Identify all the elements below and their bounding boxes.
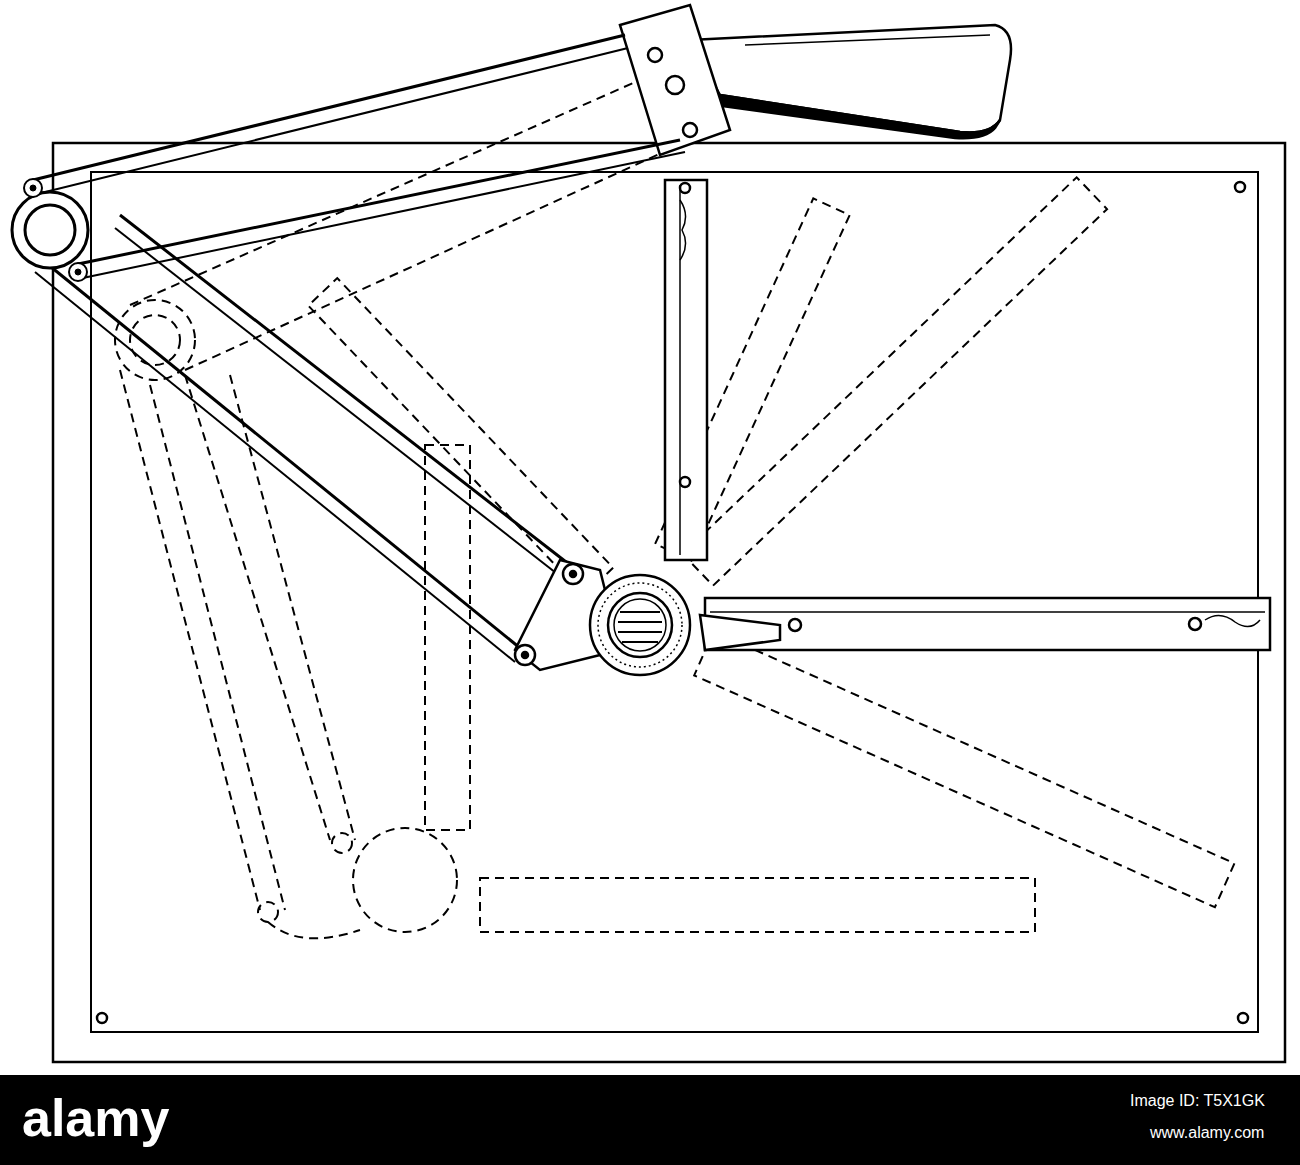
protractor-graduation: [598, 583, 682, 667]
dashed-scale: [694, 632, 1234, 908]
dashed-arm: [185, 140, 690, 370]
dashed-head: [268, 922, 360, 938]
dashed-protractor: [353, 828, 457, 932]
watermark-text: Image ID: T5X1GK: [1130, 1092, 1265, 1110]
dashed-scale: [425, 445, 470, 830]
dashed-scale: [683, 177, 1107, 585]
dashed-scale: [480, 878, 1035, 932]
dashed-arm: [120, 370, 260, 910]
board-outer: [53, 143, 1285, 1062]
vertical-scale: [665, 180, 707, 560]
pivot: [30, 185, 36, 191]
handle-detail: [745, 35, 990, 45]
protractor-dial: [590, 575, 690, 675]
scales: [665, 180, 1270, 650]
knob-shading: [618, 612, 662, 642]
dashed-arm: [185, 375, 330, 840]
scale-clip: [680, 200, 686, 260]
clamp-screw: [648, 48, 662, 62]
dashed-positions: [115, 80, 1234, 938]
upper-arm-bar: [33, 35, 625, 180]
scale-edge: [679, 185, 681, 555]
clamp: [620, 5, 1011, 155]
lower-arm-bar: [120, 215, 570, 565]
lower-arm-bar: [115, 228, 565, 580]
protractor-knob: [608, 593, 672, 657]
horizontal-scale: [705, 598, 1270, 650]
drawing-board: [53, 143, 1285, 1062]
dashed-ring: [130, 315, 180, 365]
scale-bracket: [700, 615, 780, 650]
screw: [1189, 618, 1201, 630]
upper-arm-bar: [78, 140, 680, 264]
dashed-arm: [150, 385, 285, 910]
dashed-scale: [308, 278, 613, 595]
watermark-bar: [0, 1075, 1300, 1165]
screw: [680, 183, 690, 193]
dashed-pivot: [332, 833, 352, 853]
clamp-handle-shadow: [715, 95, 1000, 138]
pivot: [522, 652, 528, 658]
watermark-text: www.alamy.com: [1150, 1124, 1264, 1142]
scale-clip: [1205, 615, 1260, 626]
elbow-ring: [25, 205, 75, 255]
pivot: [563, 564, 583, 584]
watermark-logo: alamy: [22, 1088, 169, 1148]
elbow-ring: [12, 192, 88, 268]
screw: [1235, 182, 1245, 192]
clamp-screw: [666, 76, 684, 94]
upper-arm-bar: [78, 152, 685, 279]
pivot: [570, 571, 576, 577]
dashed-pivot: [258, 902, 278, 922]
pivot: [75, 269, 81, 275]
clamp-screw: [683, 123, 697, 137]
screw: [789, 619, 801, 631]
dashed-ring: [115, 300, 195, 380]
pivot: [515, 645, 535, 665]
clamp-plate: [620, 5, 730, 155]
screw: [1238, 1013, 1248, 1023]
pivot: [69, 263, 87, 281]
protractor-head: [515, 560, 780, 675]
pivot: [24, 179, 42, 197]
protractor-knob: [614, 599, 666, 651]
upper-arm-bar: [33, 48, 628, 195]
scale-edge: [710, 611, 1265, 613]
screw: [97, 1013, 107, 1023]
screw: [680, 477, 690, 487]
lower-arm-bar: [35, 272, 515, 662]
dashed-arm: [130, 80, 640, 305]
lower-arm-bar: [40, 258, 520, 648]
